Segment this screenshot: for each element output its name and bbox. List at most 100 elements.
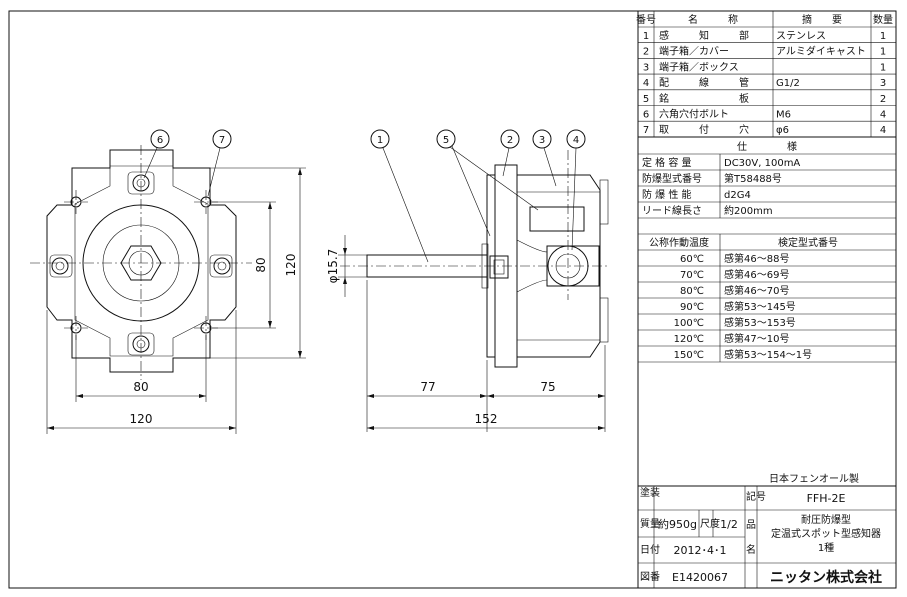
spec-row-label: 防 爆 性 能: [642, 188, 692, 201]
dim-front-width-inner: 80: [133, 380, 148, 394]
model-number: FFH-2E: [807, 492, 846, 505]
temp-row-model: 感第46～69号: [724, 268, 789, 281]
mass-label: 質量: [640, 517, 660, 530]
temp-header-temp: 公称作動温度: [649, 236, 709, 249]
parts-table: 番号 名 称 摘 要 数量 1 感 知 部 ステンレス 1 2 端子箱／カバー アルミダイキ…: [636, 11, 896, 138]
parts-row-spec: φ6: [776, 125, 789, 136]
dim-probe-diameter: φ15.7: [326, 249, 340, 284]
parts-row-no: 2: [643, 47, 649, 58]
temp-row-temp: 90℃: [680, 302, 704, 313]
side-nameplate: [529, 206, 585, 232]
parts-row-qty: 1: [880, 47, 886, 58]
parts-header-name: 名 称: [688, 13, 738, 26]
temp-row-model: 感第53～154～1号: [724, 348, 812, 361]
parts-row-no: 7: [643, 125, 649, 136]
product-line-2: 定温式スポット型感知器: [771, 527, 881, 540]
right-panel: 番号 名 称 摘 要 数量 1 感 知 部 ステンレス 1 2 端子箱／カバー アルミダイキ…: [636, 11, 896, 588]
parts-row-qty: 1: [880, 31, 886, 42]
dim-probe-length: 77: [420, 380, 435, 394]
parts-row-name: 端子箱／ボックス: [659, 60, 739, 73]
front-view: 80 120 80 120 6 7: [30, 129, 306, 434]
temp-row-temp: 150℃: [674, 350, 704, 361]
parts-row-spec: ステンレス: [776, 31, 826, 42]
parts-row-qty: 3: [880, 78, 886, 89]
temp-row-model: 感第53～145号: [724, 300, 796, 313]
temp-row-model: 感第47～10号: [724, 332, 789, 345]
name-label-1: 品: [746, 519, 756, 531]
temp-row-temp: 70℃: [680, 270, 704, 281]
callout-7: 7: [219, 135, 225, 146]
parts-row-no: 5: [643, 94, 649, 105]
product-line-1: 耐圧防爆型: [801, 513, 851, 526]
parts-row-name: 端子箱／カバー: [659, 45, 729, 58]
spec-row-label: 防爆型式番号: [642, 172, 702, 185]
side-view: φ15.7 77 75 152 1 5 2 3 4: [326, 129, 610, 432]
parts-row-qty: 1: [880, 62, 886, 73]
spec-row-value: 第T58488号: [724, 172, 782, 185]
dim-front-width-outer: 120: [130, 412, 153, 426]
callout-2: 2: [507, 135, 513, 146]
parts-row-no: 6: [643, 110, 649, 121]
parts-row-spec: M6: [776, 110, 791, 121]
spec-row-value: 約200mm: [724, 204, 773, 217]
dim-total-length: 152: [475, 412, 498, 426]
date-label: 日付: [640, 543, 660, 556]
date-value: 2012･4･1: [674, 544, 727, 557]
company-name: ニッタン株式会社: [770, 569, 882, 586]
callout-3: 3: [539, 135, 545, 146]
callout-1: 1: [377, 135, 383, 146]
parts-row-name: 配 線 管: [659, 76, 749, 89]
parts-row-spec: G1/2: [776, 78, 800, 89]
parts-row-name: 感 知 部: [659, 29, 749, 42]
temp-row-model: 感第46～70号: [724, 284, 789, 297]
drawing-no-label: 図番: [640, 571, 660, 583]
callout-6: 6: [157, 135, 163, 146]
parts-header-qty: 数量: [873, 13, 893, 26]
parts-row-name: 六角穴付ボルト: [659, 108, 729, 121]
parts-row-name: 銘 板: [659, 92, 749, 105]
temp-row-temp: 80℃: [680, 286, 704, 297]
symbol-label: 記号: [746, 490, 766, 503]
spec-row-label: リード線長さ: [642, 204, 702, 217]
side-conduit-port: [546, 245, 600, 287]
temp-table: 公称作動温度 検定型式番号 60℃ 感第46～88号 70℃ 感第46～69号 80℃ 感…: [638, 234, 896, 363]
parts-row-qty: 2: [880, 94, 886, 105]
dim-body-length: 75: [540, 380, 555, 394]
coating-label: 塗装: [640, 486, 660, 499]
temp-header-model: 検定型式番号: [778, 236, 838, 249]
temp-row-temp: 120℃: [674, 334, 704, 345]
front-boss-plate: [74, 165, 209, 357]
parts-row-no: 4: [643, 78, 649, 89]
parts-row-qty: 4: [880, 110, 886, 121]
callout-5: 5: [443, 135, 449, 146]
parts-row-qty: 4: [880, 125, 886, 136]
parts-row-spec: アルミダイキャスト: [776, 45, 866, 58]
front-flange-outline: [46, 149, 237, 373]
parts-header-spec: 摘 要: [802, 13, 842, 26]
temp-row-temp: 100℃: [674, 318, 704, 329]
spec-title: 仕 様: [737, 140, 797, 153]
parts-row-no: 3: [643, 62, 649, 73]
name-label-2: 名: [746, 543, 756, 556]
scale-label: 尺度: [700, 517, 720, 530]
temp-row-model: 感第53～153号: [724, 316, 796, 329]
temp-row-model: 感第46～88号: [724, 252, 789, 265]
dim-front-height-outer: 120: [284, 254, 298, 277]
parts-row-no: 1: [643, 31, 649, 42]
scale-value: 1/2: [720, 518, 738, 531]
parts-header-no: 番号: [636, 14, 656, 26]
dim-front-height-inner: 80: [254, 257, 268, 272]
spec-row-label: 定 格 容 量: [642, 156, 692, 169]
mass-value: 約950g: [658, 517, 697, 531]
title-block: 日本フェンオール製 塗装 質量 約950g 尺度 1/2 日付 2012･4･1…: [638, 472, 896, 588]
drawing-no: E1420067: [672, 571, 728, 584]
callout-4: 4: [573, 135, 579, 146]
temp-row-temp: 60℃: [680, 254, 704, 265]
sheet-border: [8, 10, 897, 589]
spec-row-value: DC30V, 100mA: [724, 158, 800, 169]
product-line-3: 1種: [818, 541, 834, 554]
manufacturer: 日本フェンオール製: [769, 472, 859, 485]
parts-row-name: 取 付 穴: [659, 123, 749, 136]
